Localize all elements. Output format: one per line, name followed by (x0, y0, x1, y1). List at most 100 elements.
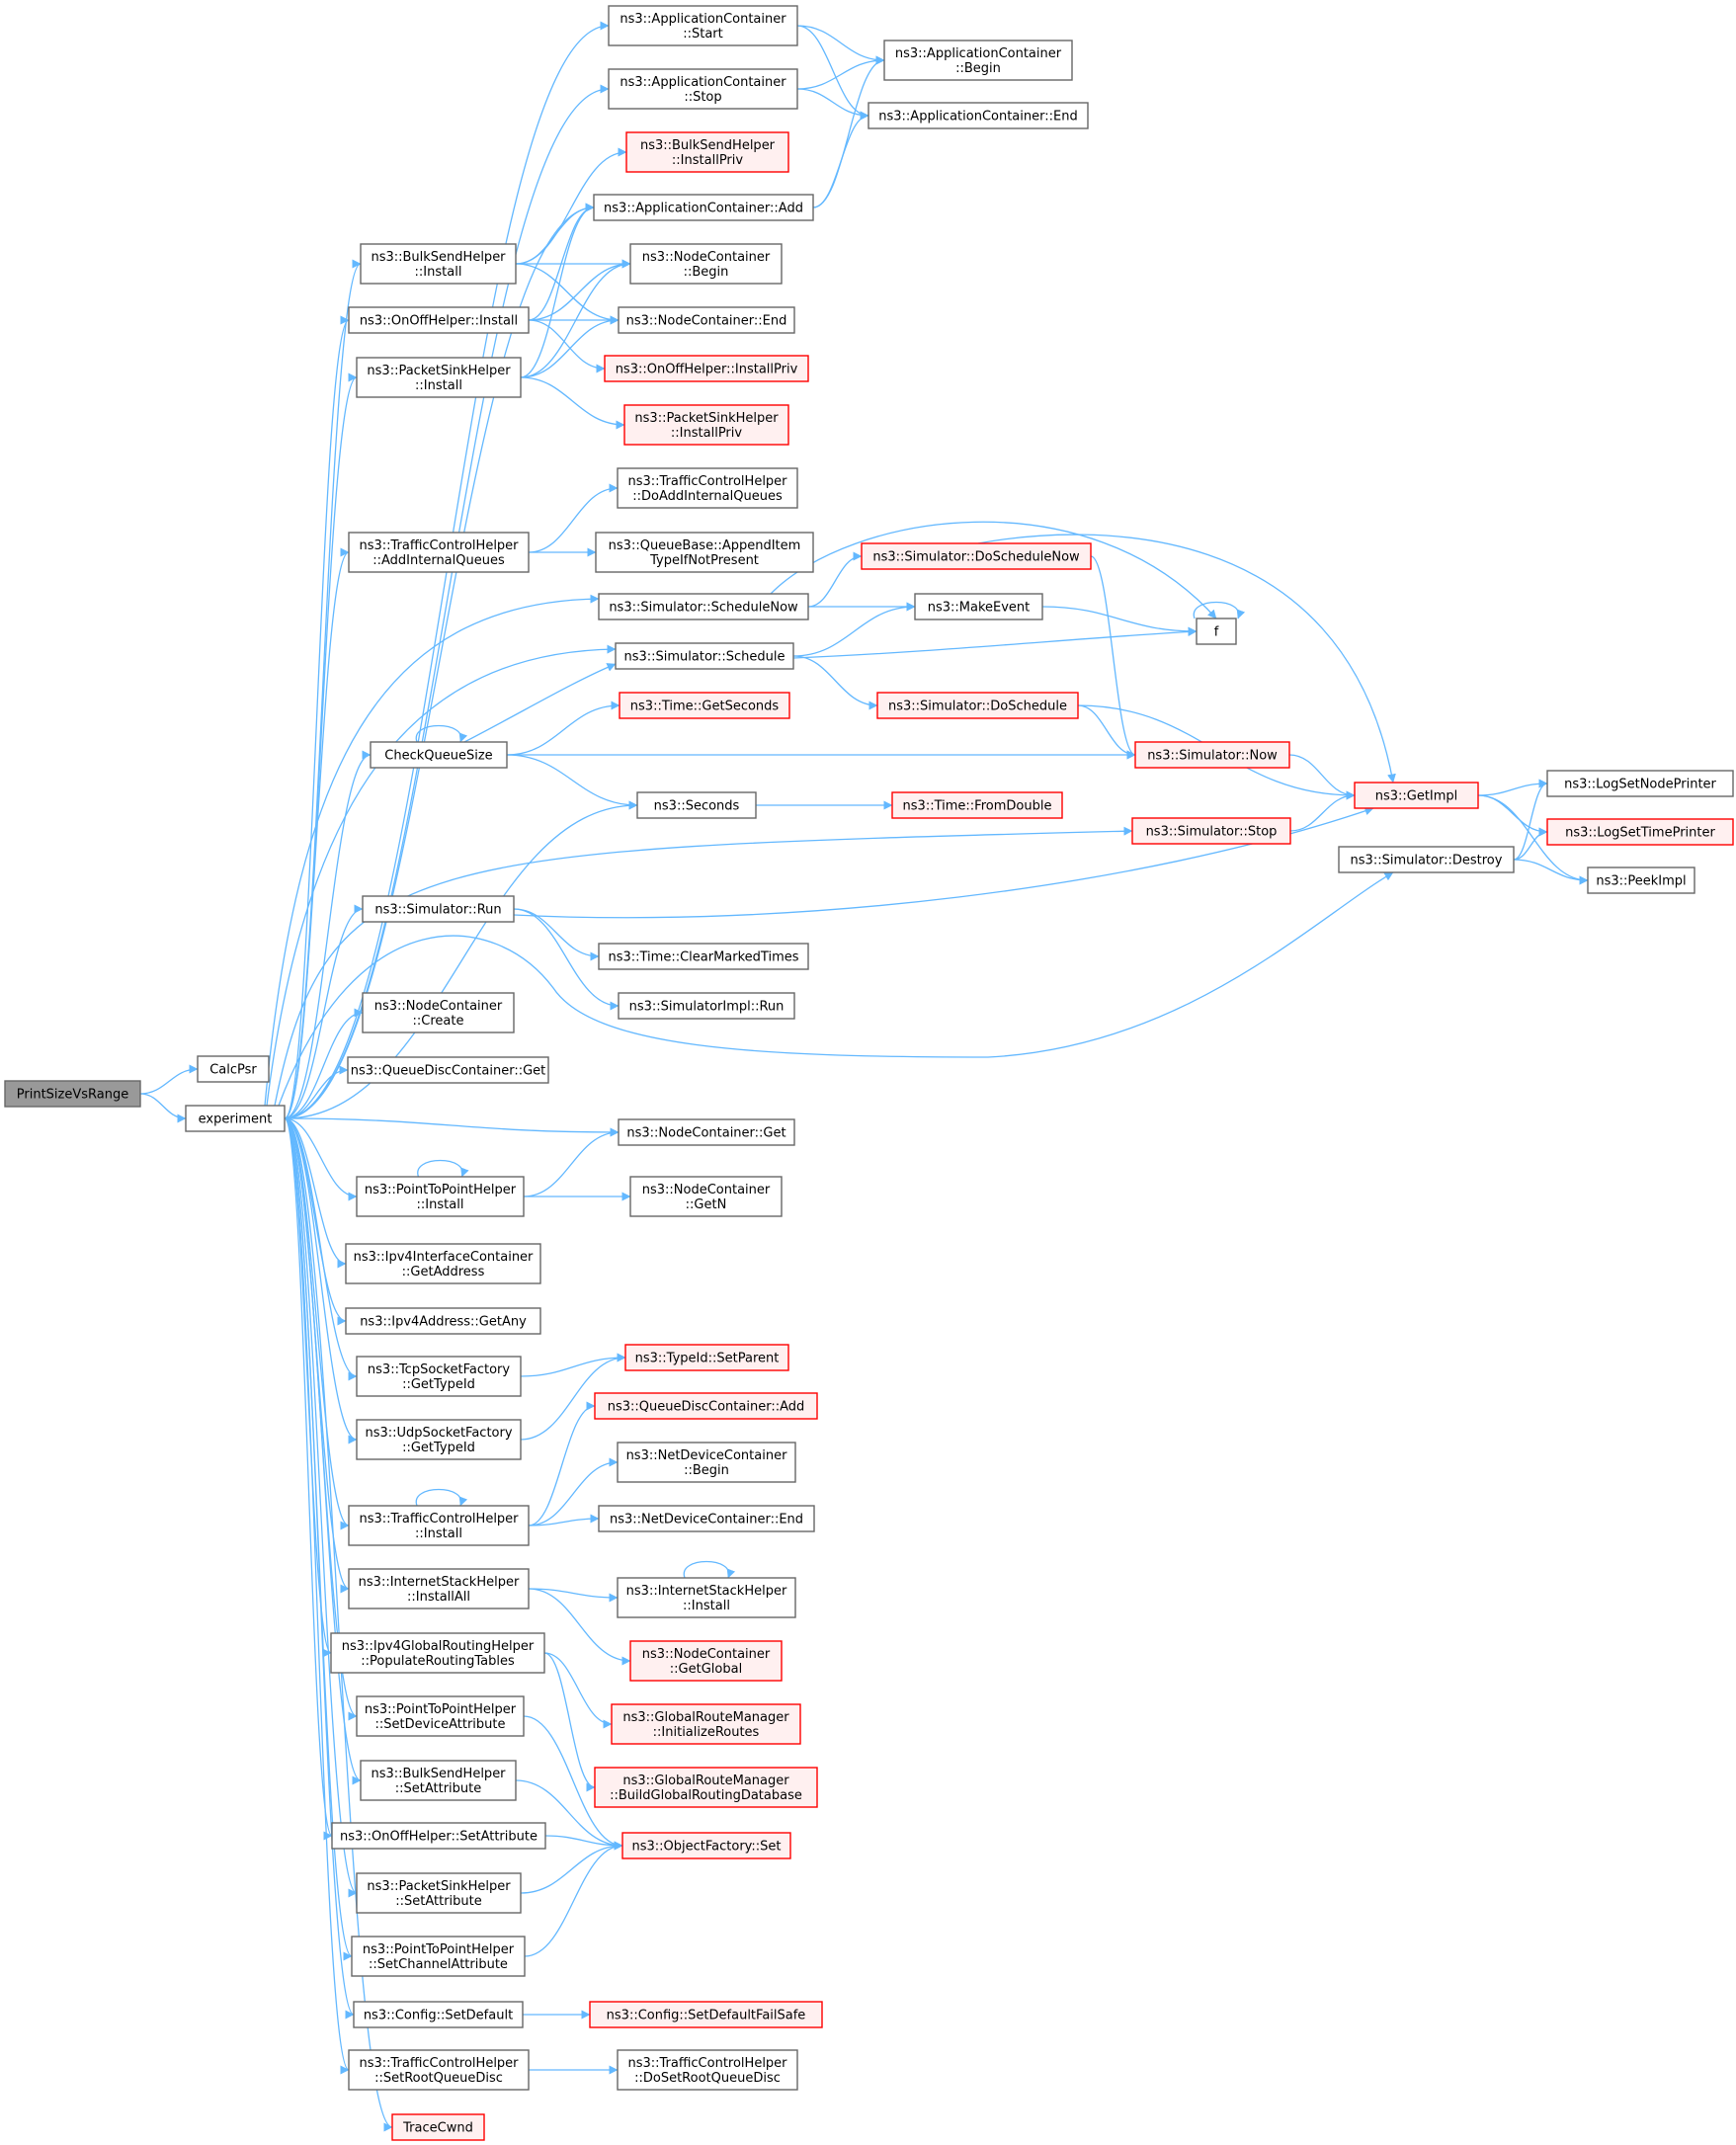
node-logtimeprinter[interactable]: ns3::LogSetTimePrinter (1546, 818, 1734, 846)
node-time-clearmarked[interactable]: ns3::Time::ClearMarkedTimes (598, 943, 809, 970)
node-nc-getglobal[interactable]: ns3::NodeContainer::GetGlobal (629, 1640, 783, 1682)
node-sim-now[interactable]: ns3::Simulator::Now (1134, 741, 1290, 769)
node-qdc-get[interactable]: ns3::QueueDiscContainer::Get (347, 1056, 549, 1084)
node-nc-end[interactable]: ns3::NodeContainer::End (618, 306, 795, 334)
node-simimpl-run[interactable]: ns3::SimulatorImpl::Run (618, 992, 795, 1020)
node-label: ::SetDeviceAttribute (375, 1717, 506, 1732)
node-psink-installpriv[interactable]: ns3::PacketSinkHelper::InstallPriv (623, 404, 789, 446)
node-ndc-end[interactable]: ns3::NetDeviceContainer::End (598, 1505, 815, 1532)
node-box (356, 1419, 522, 1460)
node-nc-get[interactable]: ns3::NodeContainer::Get (618, 1118, 795, 1146)
node-sim-doschedulenow[interactable]: ns3::Simulator::DoScheduleNow (861, 542, 1092, 570)
node-box (360, 243, 517, 285)
node-qdc-add[interactable]: ns3::QueueDiscContainer::Add (594, 1392, 818, 1420)
node-udpsf-gettypeid[interactable]: ns3::UdpSocketFactory::GetTypeId (356, 1419, 522, 1460)
node-printsize[interactable]: PrintSizeVsRange (4, 1080, 141, 1108)
node-nc-begin[interactable]: ns3::NodeContainer::Begin (629, 243, 783, 285)
node-ish-installall[interactable]: ns3::InternetStackHelper::InstallAll (348, 1568, 530, 1609)
node-ish-install[interactable]: ns3::InternetStackHelper::Install (617, 1577, 796, 1618)
node-p2p-install[interactable]: ns3::PointToPointHelper::Install (356, 1176, 525, 1217)
node-getimpl[interactable]: ns3::GetImpl (1354, 782, 1479, 809)
node-nc-getn[interactable]: ns3::NodeContainer::GetN (629, 1176, 783, 1217)
edge-sim-now-to-getimpl (1288, 754, 1356, 800)
node-tch-addinternal[interactable]: ns3::TrafficControlHelper::AddInternalQu… (348, 532, 530, 573)
node-box (1338, 846, 1515, 873)
node-label: CheckQueueSize (384, 749, 492, 764)
node-label: ::Install (683, 1599, 730, 1613)
node-grm-initroutes[interactable]: ns3::GlobalRouteManager::InitializeRoute… (611, 1703, 801, 1745)
node-sim-schedule[interactable]: ns3::Simulator::Schedule (615, 642, 794, 670)
node-onoff-install[interactable]: ns3::OnOffHelper::Install (348, 306, 530, 334)
node-tch-doaddinternal[interactable]: ns3::TrafficControlHelper::DoAddInternal… (617, 467, 798, 509)
node-lognodeprinter[interactable]: ns3::LogSetNodePrinter (1546, 770, 1734, 797)
node-label: ::Install (415, 265, 462, 280)
node-label: ::BuildGlobalRoutingDatabase (610, 1788, 802, 1803)
node-objfactory-set[interactable]: ns3::ObjectFactory::Set (621, 1832, 791, 1859)
node-typeid-setparent[interactable]: ns3::TypeId::SetParent (624, 1344, 789, 1371)
node-box (618, 992, 795, 1020)
edge-experiment-to-sim-destroy (278, 871, 1394, 1107)
node-box (345, 1243, 541, 1284)
node-label: ns3::NetDeviceContainer::End (610, 1513, 803, 1527)
node-onoff-installpriv[interactable]: ns3::OnOffHelper::InstallPriv (604, 355, 809, 382)
node-label: ::Begin (684, 265, 729, 280)
node-time-getseconds[interactable]: ns3::Time::GetSeconds (619, 692, 790, 719)
edge-experiment-to-tch-install (284, 1117, 350, 1530)
edge-bulk-install-to-app-add (515, 203, 595, 265)
node-sim-destroy[interactable]: ns3::Simulator::Destroy (1338, 846, 1515, 873)
node-sim-doschedule[interactable]: ns3::Simulator::DoSchedule (876, 692, 1079, 719)
node-p2p-setchanattr[interactable]: ns3::PointToPointHelper::SetChannelAttri… (351, 1936, 526, 1977)
node-label: ns3::NodeContainer::End (626, 314, 787, 329)
node-app-stop[interactable]: ns3::ApplicationContainer::Stop (608, 68, 798, 110)
node-seconds[interactable]: ns3::Seconds (636, 791, 757, 819)
node-psink-install[interactable]: ns3::PacketSinkHelper::Install (356, 357, 522, 398)
node-tcpsf-gettypeid[interactable]: ns3::TcpSocketFactory::GetTypeId (356, 1356, 522, 1397)
node-ipv4grh-populate[interactable]: ns3::Ipv4GlobalRoutingHelper::PopulateRo… (330, 1632, 545, 1674)
node-label: ::DoSetRootQueueDisc (634, 2071, 781, 2086)
node-box (593, 194, 814, 221)
node-time-fromdouble[interactable]: ns3::Time::FromDouble (891, 791, 1063, 819)
edge-sim-doschedule-to-sim-now (1077, 704, 1136, 760)
node-box (356, 1176, 525, 1217)
node-onoff-setattr[interactable]: ns3::OnOffHelper::SetAttribute (331, 1822, 546, 1850)
node-p2p-setdevattr[interactable]: ns3::PointToPointHelper::SetDeviceAttrib… (356, 1695, 525, 1737)
edge-experiment-to-tch-setroot (284, 1117, 350, 2075)
node-tch-install[interactable]: ns3::TrafficControlHelper::Install (348, 1505, 530, 1546)
node-label: ::InstallAll (407, 1590, 470, 1605)
node-ipv4ic-getaddress[interactable]: ns3::Ipv4InterfaceContainer::GetAddress (345, 1243, 541, 1284)
node-f[interactable]: f (1196, 618, 1237, 645)
node-box (598, 1505, 815, 1532)
node-tracecwnd[interactable]: TraceCwnd (391, 2113, 485, 2141)
node-psink-setattr[interactable]: ns3::PacketSinkHelper::SetAttribute (356, 1872, 522, 1914)
node-bulk-install[interactable]: ns3::BulkSendHelper::Install (360, 243, 517, 285)
node-box (617, 1577, 796, 1618)
node-label: ns3::MakeEvent (928, 601, 1031, 616)
node-app-begin[interactable]: ns3::ApplicationContainer::Begin (883, 40, 1073, 81)
node-box (617, 1442, 796, 1483)
node-tch-setroot[interactable]: ns3::TrafficControlHelper::SetRootQueueD… (348, 2049, 530, 2091)
node-app-start[interactable]: ns3::ApplicationContainer::Start (608, 5, 798, 46)
node-experiment[interactable]: experiment (185, 1105, 286, 1132)
node-ndc-begin[interactable]: ns3::NetDeviceContainer::Begin (617, 1442, 796, 1483)
node-qb-append[interactable]: ns3::QueueBase::AppendItemTypeIfNotPrese… (595, 532, 814, 573)
node-sim-run[interactable]: ns3::Simulator::Run (362, 895, 515, 923)
node-calcpsr[interactable]: CalcPsr (197, 1055, 270, 1083)
node-app-end[interactable]: ns3::ApplicationContainer::End (868, 102, 1089, 129)
node-peekimpl[interactable]: ns3::PeekImpl (1587, 866, 1695, 894)
node-grm-buildgrdb[interactable]: ns3::GlobalRouteManager::BuildGlobalRout… (594, 1767, 818, 1808)
node-bulk-installpriv[interactable]: ns3::BulkSendHelper::InstallPriv (625, 131, 789, 173)
node-sim-schedulenow[interactable]: ns3::Simulator::ScheduleNow (598, 593, 809, 620)
node-sim-stop[interactable]: ns3::Simulator::Stop (1131, 817, 1291, 845)
node-config-setdefault[interactable]: ns3::Config::SetDefault (353, 2001, 524, 2028)
node-checkqueue[interactable]: CheckQueueSize (370, 741, 508, 769)
node-app-add[interactable]: ns3::ApplicationContainer::Add (593, 194, 814, 221)
node-ipv4addr-getany[interactable]: ns3::Ipv4Address::GetAny (345, 1307, 541, 1335)
node-bulk-setattr[interactable]: ns3::BulkSendHelper::SetAttribute (360, 1760, 517, 1801)
node-tch-dosetroot[interactable]: ns3::TrafficControlHelper::DoSetRootQueu… (617, 2049, 798, 2091)
node-nc-create[interactable]: ns3::NodeContainer::Create (362, 992, 515, 1033)
node-box (348, 1505, 530, 1546)
node-makeevent[interactable]: ns3::MakeEvent (914, 593, 1043, 620)
node-config-setdefaultfs[interactable]: ns3::Config::SetDefaultFailSafe (589, 2001, 823, 2028)
node-label: ::Install (417, 1197, 464, 1212)
node-label: ns3::Seconds (654, 799, 740, 814)
